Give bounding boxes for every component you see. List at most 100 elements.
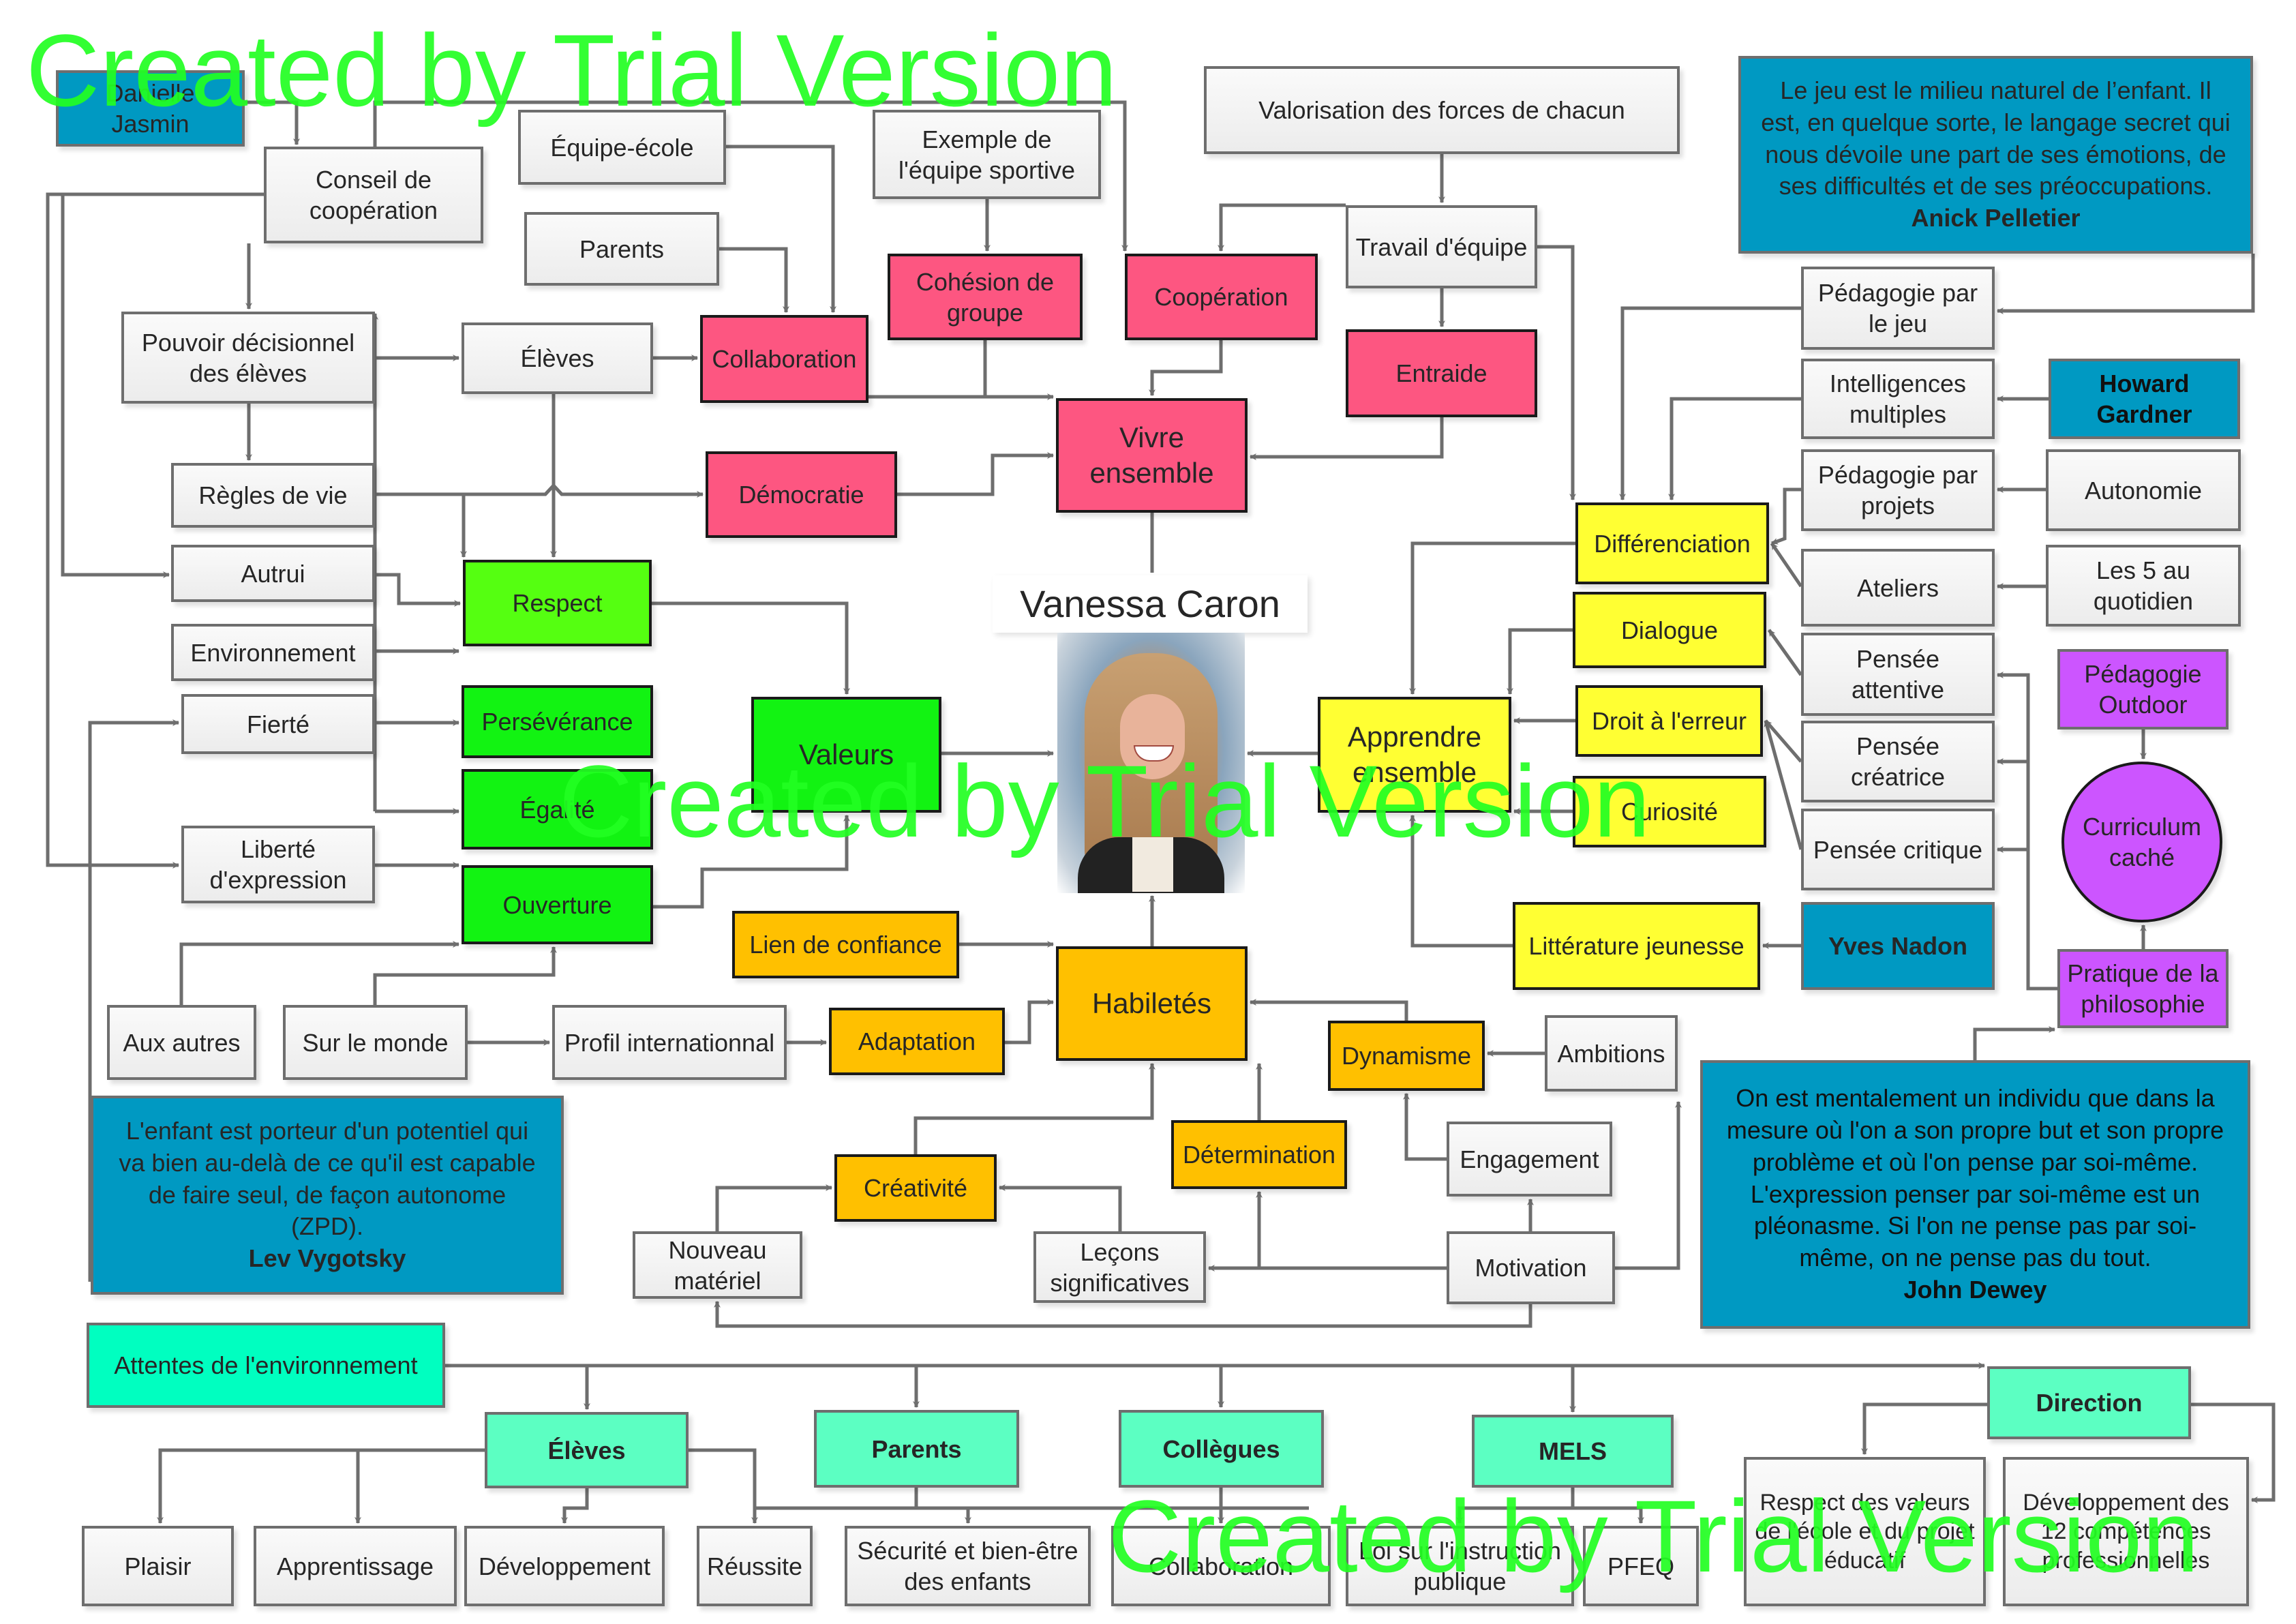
node-danielle-jasmin[interactable]: Danielle Jasmin <box>56 70 245 147</box>
node-nouveau-materiel[interactable]: Nouveau matériel <box>633 1231 802 1299</box>
node-ouverture[interactable]: Ouverture <box>462 865 653 944</box>
connector-arrow-19 <box>1537 245 1576 500</box>
node-litterature-jeunesse[interactable]: Littérature jeunesse <box>1513 902 1760 990</box>
node-label: Howard Gardner <box>2096 370 2192 428</box>
node-label: Sur le monde <box>302 1028 449 1057</box>
node-securite-bien-etre[interactable]: Sécurité et bien-être des enfants <box>845 1526 1091 1606</box>
node-adaptation[interactable]: Adaptation <box>829 1008 1005 1075</box>
node-direction[interactable]: Direction <box>1987 1366 2191 1439</box>
node-label: Habiletés <box>1091 987 1212 1019</box>
node-engagement[interactable]: Engagement <box>1447 1122 1612 1197</box>
node-travail-equipe[interactable]: Travail d'équipe <box>1346 205 1537 288</box>
node-label: Loi sur l'instruction publique <box>1359 1537 1561 1595</box>
node-curriculum-cache[interactable]: Curriculum caché <box>2061 762 2222 922</box>
node-label: Profil internationnal <box>564 1028 775 1057</box>
connector-arrow-45 <box>1668 397 1801 500</box>
node-label: PFEQ <box>1607 1552 1674 1580</box>
node-yves-nadon[interactable]: Yves Nadon <box>1801 902 1995 990</box>
node-environnement[interactable]: Environnement <box>171 624 375 681</box>
node-collaboration-bottom[interactable]: Collaboration <box>1111 1526 1331 1606</box>
node-valeurs[interactable]: Valeurs <box>751 697 941 813</box>
node-habiletes[interactable]: Habiletés <box>1056 946 1248 1061</box>
connector-arrow-47 <box>1770 542 1803 588</box>
node-pouvoir-decisionnel[interactable]: Pouvoir décisionnel des élèves <box>121 312 375 404</box>
node-curiosite[interactable]: Curiosité <box>1573 776 1766 847</box>
node-howard-gardner[interactable]: Howard Gardner <box>2049 359 2240 439</box>
node-label: Fierté <box>246 710 310 738</box>
node-parents-bottom[interactable]: Parents <box>814 1410 1019 1488</box>
node-regles-de-vie[interactable]: Règles de vie <box>171 463 375 528</box>
node-respect[interactable]: Respect <box>463 560 652 646</box>
node-fierte[interactable]: Fierté <box>181 694 375 754</box>
node-label: Autrui <box>241 559 305 588</box>
node-collaboration-top[interactable]: Collaboration <box>700 315 868 403</box>
node-loi-instruction-publique[interactable]: Loi sur l'instruction publique <box>1346 1526 1574 1606</box>
node-eleves-top[interactable]: Élèves <box>462 322 653 394</box>
node-determination[interactable]: Détermination <box>1171 1120 1347 1189</box>
node-valorisation-forces[interactable]: Valorisation des forces de chacun <box>1204 66 1680 154</box>
node-sur-le-monde[interactable]: Sur le monde <box>283 1005 468 1080</box>
node-respect-valeurs-ecole[interactable]: Respect des valeurs de l'école et du pro… <box>1744 1457 1986 1606</box>
node-label: Engagement <box>1460 1145 1599 1173</box>
connector-arrow-91 <box>1573 1506 1644 1524</box>
node-pratique-philosophie[interactable]: Pratique de la philosophie <box>2057 949 2229 1028</box>
node-eleves-bottom[interactable]: Élèves <box>485 1412 689 1488</box>
node-vivre-ensemble[interactable]: Vivre ensemble <box>1056 398 1248 513</box>
node-apprendre-ensemble[interactable]: Apprendre ensemble <box>1318 697 1511 813</box>
node-pfeq[interactable]: PFEQ <box>1583 1526 1699 1606</box>
node-label: Ambitions <box>1557 1039 1665 1068</box>
node-apprentissage[interactable]: Apprentissage <box>254 1526 457 1606</box>
node-pedagogie-jeu[interactable]: Pédagogie par le jeu <box>1801 267 1995 350</box>
node-profil-international[interactable]: Profil internationnal <box>552 1005 787 1080</box>
node-droit-erreur[interactable]: Droit à l'erreur <box>1575 685 1763 757</box>
node-aux-autres[interactable]: Aux autres <box>107 1005 256 1080</box>
node-ateliers[interactable]: Ateliers <box>1801 549 1995 627</box>
node-pedagogie-projets[interactable]: Pédagogie par projets <box>1801 449 1995 531</box>
node-autrui[interactable]: Autrui <box>171 545 375 602</box>
node-motivation[interactable]: Motivation <box>1447 1231 1615 1304</box>
node-cooperation[interactable]: Coopération <box>1125 254 1318 340</box>
node-developpement[interactable]: Développement <box>464 1526 665 1606</box>
node-creativite[interactable]: Créativité <box>834 1154 997 1222</box>
node-lien-confiance[interactable]: Lien de confiance <box>732 911 959 978</box>
node-label: Développement <box>478 1552 651 1580</box>
node-pensee-creatrice[interactable]: Pensée créatrice <box>1801 721 1995 802</box>
node-exemple-equipe-sportive[interactable]: Exemple de l'équipe sportive <box>873 110 1101 199</box>
node-conseil-cooperation[interactable]: Conseil de coopération <box>264 147 483 243</box>
node-lecons-significatives[interactable]: Leçons significatives <box>1033 1231 1206 1303</box>
node-pedagogie-outdoor[interactable]: Pédagogie Outdoor <box>2057 649 2229 730</box>
node-perseverance[interactable]: Persévérance <box>462 685 653 758</box>
connector-arrow-61 <box>1973 1026 2055 1060</box>
node-dynamisme[interactable]: Dynamisme <box>1328 1021 1485 1091</box>
node-pensee-attentive[interactable]: Pensée attentive <box>1801 633 1995 716</box>
node-collegues[interactable]: Collègues <box>1119 1410 1324 1488</box>
node-egalite[interactable]: Égalité <box>462 769 653 849</box>
node-differenciation[interactable]: Différenciation <box>1575 502 1769 584</box>
node-label: Réussite <box>706 1552 803 1580</box>
node-label: Règles de vie <box>198 481 348 509</box>
node-entraide[interactable]: Entraide <box>1346 329 1537 417</box>
node-les-5-au-quotidien[interactable]: Les 5 au quotidien <box>2046 545 2241 627</box>
node-cohesion-groupe[interactable]: Cohésion de groupe <box>888 254 1083 340</box>
node-label: Entraide <box>1395 359 1487 387</box>
node-ambitions[interactable]: Ambitions <box>1545 1015 1678 1092</box>
node-label: Nouveau matériel <box>668 1235 767 1295</box>
node-reussite[interactable]: Réussite <box>697 1526 813 1606</box>
node-attentes-environnement[interactable]: Attentes de l'environnement <box>87 1323 445 1408</box>
node-autonomie[interactable]: Autonomie <box>2046 449 2241 531</box>
connector-arrow-84 <box>561 1488 589 1524</box>
node-parents-top[interactable]: Parents <box>524 212 719 286</box>
connector-arrow-35 <box>373 946 557 1005</box>
node-plaisir[interactable]: Plaisir <box>82 1526 234 1606</box>
connector-arrow-70 <box>999 1184 1122 1231</box>
node-intelligences-multiples[interactable]: Intelligences multiples <box>1801 359 1995 439</box>
node-democratie[interactable]: Démocratie <box>706 451 897 538</box>
node-equipe-ecole[interactable]: Équipe-école <box>518 110 726 185</box>
node-dialogue[interactable]: Dialogue <box>1573 592 1766 668</box>
node-mels[interactable]: MELS <box>1472 1415 1674 1488</box>
node-liberte-expression[interactable]: Liberté d'expression <box>181 826 375 903</box>
node-pensee-critique[interactable]: Pensée critique <box>1801 809 1995 890</box>
node-developpement-12-competences[interactable]: Développement des 12 compétences profess… <box>2003 1457 2249 1606</box>
